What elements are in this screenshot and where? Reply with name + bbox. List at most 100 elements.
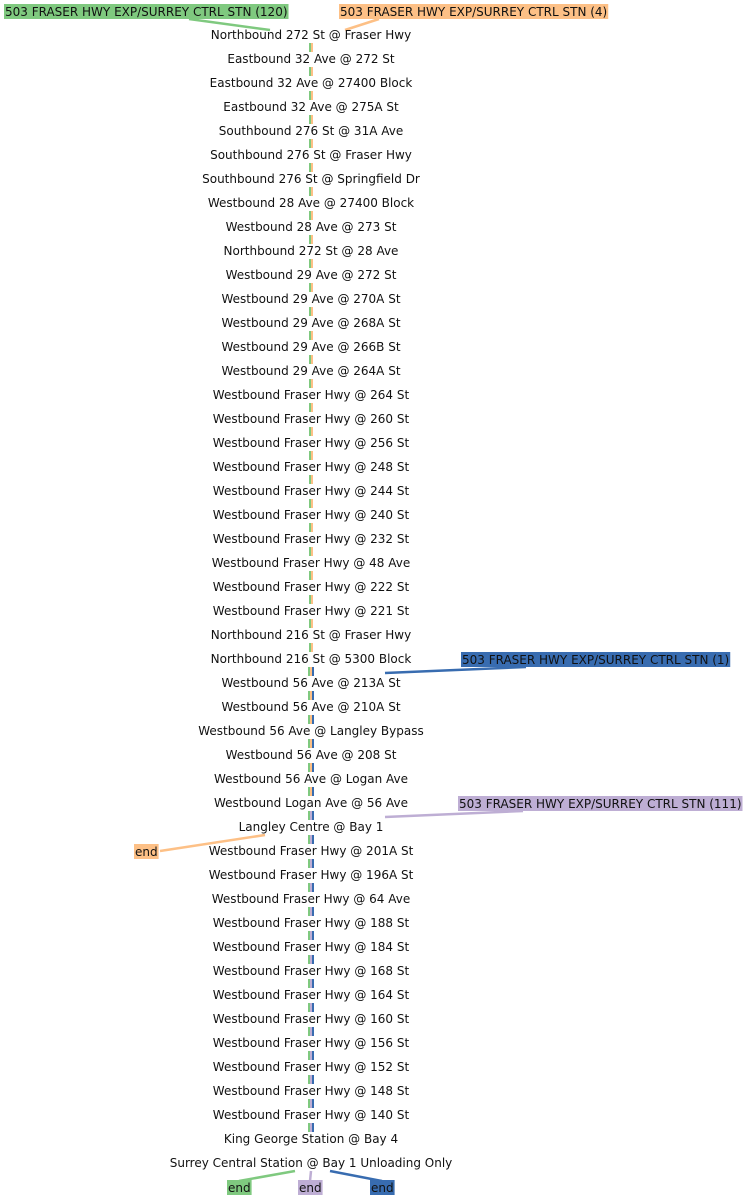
stop-label: Southbound 276 St @ Fraser Hwy [210, 148, 412, 162]
route-segment-orange [310, 667, 312, 676]
route-segment-blue [312, 811, 314, 820]
route-segment-green [308, 1027, 310, 1036]
stop-label: Eastbound 32 Ave @ 272 St [227, 52, 395, 66]
route-segment-purple [310, 1027, 312, 1036]
route-segment-blue [312, 1123, 314, 1132]
stop-label: Westbound Fraser Hwy @ 221 St [213, 604, 410, 618]
stop-label: Westbound Fraser Hwy @ 64 Ave [212, 892, 410, 906]
route-segment-green [309, 91, 311, 100]
stop-label: Westbound 28 Ave @ 27400 Block [208, 196, 414, 210]
route-segment-green [308, 883, 310, 892]
route-segment-green [309, 211, 311, 220]
route-start-tag-orange-bg [339, 4, 609, 19]
route-segment-blue [312, 1099, 314, 1108]
route-segment-green [309, 163, 311, 172]
stop-label: Westbound 28 Ave @ 273 St [226, 220, 397, 234]
stop-label: Surrey Central Station @ Bay 1 Unloading… [170, 1156, 453, 1170]
route-segment-purple [310, 955, 312, 964]
route-segment-orange [310, 715, 312, 724]
route-segment-orange [311, 355, 313, 364]
route-segment-purple [310, 1051, 312, 1060]
stop-label: Eastbound 32 Ave @ 275A St [223, 100, 399, 114]
stop-label: Westbound Fraser Hwy @ 260 St [213, 412, 410, 426]
route-segment-orange [311, 139, 313, 148]
route-end-tag-green-bg [227, 1180, 252, 1195]
route-start-tag-green-bg [4, 4, 289, 19]
stop-label: Westbound Fraser Hwy @ 152 St [213, 1060, 410, 1074]
route-segment-purple [310, 1099, 312, 1108]
route-segment-green [309, 139, 311, 148]
route-end-connector-green [238, 1169, 296, 1183]
route-segment-green [308, 979, 310, 988]
route-segment-orange [311, 403, 313, 412]
route-segment-green [309, 67, 311, 76]
route-segment-purple [310, 979, 312, 988]
stop-label: Westbound 29 Ave @ 266B St [221, 340, 400, 354]
route-segment-green [308, 835, 310, 844]
route-start-tag-orange-text: 503 FRASER HWY EXP/SURREY CTRL STN (4) [340, 5, 607, 19]
route-segment-blue [312, 715, 314, 724]
route-segment-orange [311, 91, 313, 100]
route-segments [308, 43, 314, 1132]
route-segment-purple [310, 1123, 312, 1132]
stop-label: Westbound Fraser Hwy @ 248 St [213, 460, 410, 474]
route-segment-green [308, 1003, 310, 1012]
route-segment-green [308, 763, 310, 772]
stop-label: Westbound Fraser Hwy @ 184 St [213, 940, 410, 954]
stop-label: Northbound 216 St @ Fraser Hwy [211, 628, 411, 642]
route-end-tag-orange-bg [134, 844, 159, 859]
route-segment-orange [311, 283, 313, 292]
route-segment-green [308, 691, 310, 700]
route-segment-orange [311, 475, 313, 484]
route-segment-green [309, 403, 311, 412]
route-segment-green [308, 739, 310, 748]
route-segment-purple [310, 907, 312, 916]
route-segment-green [309, 187, 311, 196]
route-segment-green [308, 811, 310, 820]
route-start-connector-purple [384, 809, 524, 819]
route-segment-green [309, 379, 311, 388]
route-segment-green [308, 667, 310, 676]
route-segment-orange [311, 379, 313, 388]
route-segment-purple [310, 1075, 312, 1084]
route-segment-blue [312, 1075, 314, 1084]
route-start-tag-orange: 503 FRASER HWY EXP/SURREY CTRL STN (4) [339, 4, 609, 19]
route-segment-blue [312, 859, 314, 868]
route-segment-green [309, 451, 311, 460]
route-segment-orange [311, 523, 313, 532]
stop-label: Westbound 56 Ave @ 210A St [221, 700, 400, 714]
route-end-connector-blue [329, 1169, 383, 1183]
stop-label: Westbound Fraser Hwy @ 264 St [213, 388, 410, 402]
route-segment-purple [310, 835, 312, 844]
stop-label: Westbound Fraser Hwy @ 232 St [213, 532, 410, 546]
route-segment-green [308, 1099, 310, 1108]
stop-label: Westbound Fraser Hwy @ 148 St [213, 1084, 410, 1098]
stop-label: King George Station @ Bay 4 [224, 1132, 398, 1146]
route-segment-green [308, 931, 310, 940]
stop-label: Westbound Fraser Hwy @ 188 St [213, 916, 410, 930]
route-segment-orange [310, 763, 312, 772]
route-segment-orange [311, 259, 313, 268]
route-segment-blue [312, 691, 314, 700]
route-start-tag-blue: 503 FRASER HWY EXP/SURREY CTRL STN (1) [461, 652, 731, 667]
stop-label: Westbound 29 Ave @ 268A St [221, 316, 400, 330]
route-start-tag-purple-text: 503 FRASER HWY EXP/SURREY CTRL STN (111) [459, 797, 742, 811]
stop-label: Westbound Fraser Hwy @ 140 St [213, 1108, 410, 1122]
stop-label: Westbound 29 Ave @ 270A St [221, 292, 400, 306]
stop-label: Westbound 56 Ave @ 208 St [226, 748, 397, 762]
route-start-connector-green [188, 17, 271, 32]
route-segment-orange [311, 211, 313, 220]
route-segment-orange [311, 547, 313, 556]
route-end-tag-orange-text: end [135, 845, 158, 859]
route-segment-blue [312, 739, 314, 748]
route-segment-orange [311, 331, 313, 340]
route-segment-orange [310, 691, 312, 700]
route-segment-green [309, 235, 311, 244]
route-start-tag-green: 503 FRASER HWY EXP/SURREY CTRL STN (120) [4, 4, 289, 19]
route-start-tag-blue-bg [461, 652, 731, 667]
route-end-connector-orange [159, 833, 266, 853]
route-segment-green [308, 907, 310, 916]
route-segment-green [308, 1051, 310, 1060]
stop-label: Southbound 276 St @ Springfield Dr [202, 172, 420, 186]
route-segment-green [309, 259, 311, 268]
